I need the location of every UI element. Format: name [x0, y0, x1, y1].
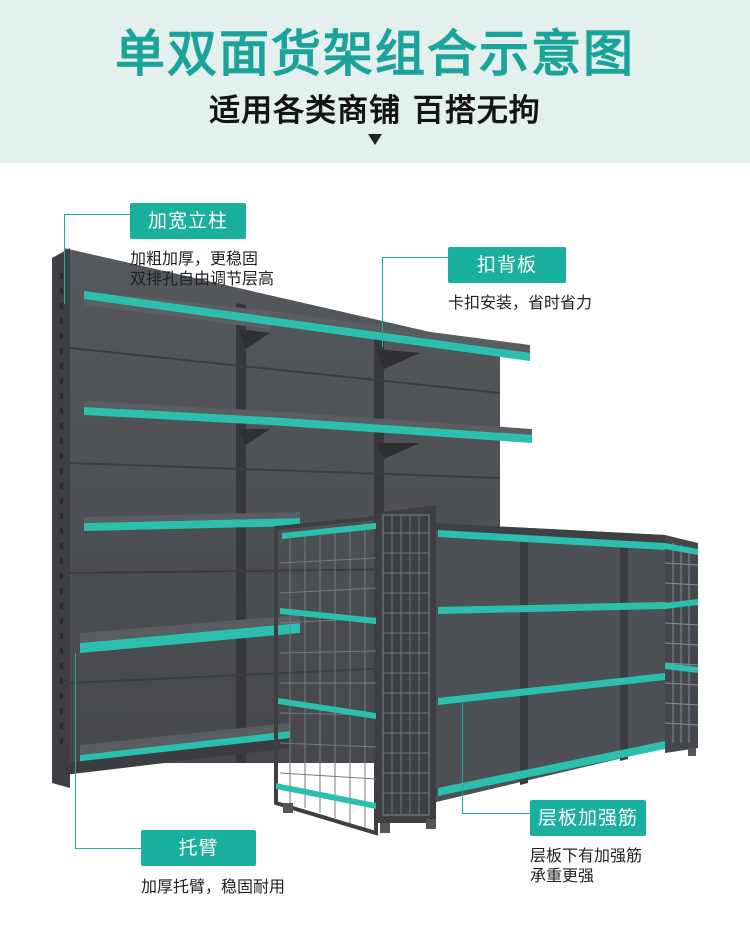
shelf-level-5 [64, 723, 290, 775]
rib-callout-line-v [462, 701, 463, 813]
backboard-description: 卡扣安装，省时省力 [448, 293, 593, 312]
down-arrow-icon [368, 134, 382, 145]
bracket-callout-line-h [75, 848, 141, 849]
double-sided-gondola [274, 505, 699, 836]
backboard-callout-line-h [382, 257, 448, 258]
upright-callout-line-h [64, 214, 130, 215]
bracket-callout-line-v [75, 653, 76, 848]
shelf-illustration: 加宽立柱 加粗加厚，更稳固 双排孔自由调节层高 扣背板 卡扣安装，省时省力 层板… [0, 163, 750, 927]
rib-label: 层板加强筋 [530, 800, 646, 836]
shelf-level-3 [84, 512, 300, 531]
rib-callout-line-h [462, 813, 530, 814]
shelf-level-1 [84, 291, 530, 361]
backboard-callout-line-v [382, 257, 383, 347]
page-subtitle: 适用各类商铺 百搭无拘 [209, 93, 541, 129]
bracket-label: 托臂 [141, 830, 256, 866]
upright-callout-line-v [64, 214, 65, 304]
shelf-level-2 [84, 401, 532, 443]
backboard-label: 扣背板 [448, 247, 566, 283]
bracket-description: 加厚托臂，稳固耐用 [141, 877, 286, 896]
shelf-level-4 [80, 615, 300, 653]
upright-description: 加粗加厚，更稳固 双排孔自由调节层高 [130, 249, 275, 288]
page-title: 单双面货架组合示意图 [115, 25, 635, 83]
rib-description: 层板下有加强筋 承重更强 [530, 846, 643, 885]
header-banner: 单双面货架组合示意图 适用各类商铺 百搭无拘 [0, 0, 750, 163]
shelf-graphic [52, 248, 699, 836]
upright-label: 加宽立柱 [130, 203, 246, 239]
